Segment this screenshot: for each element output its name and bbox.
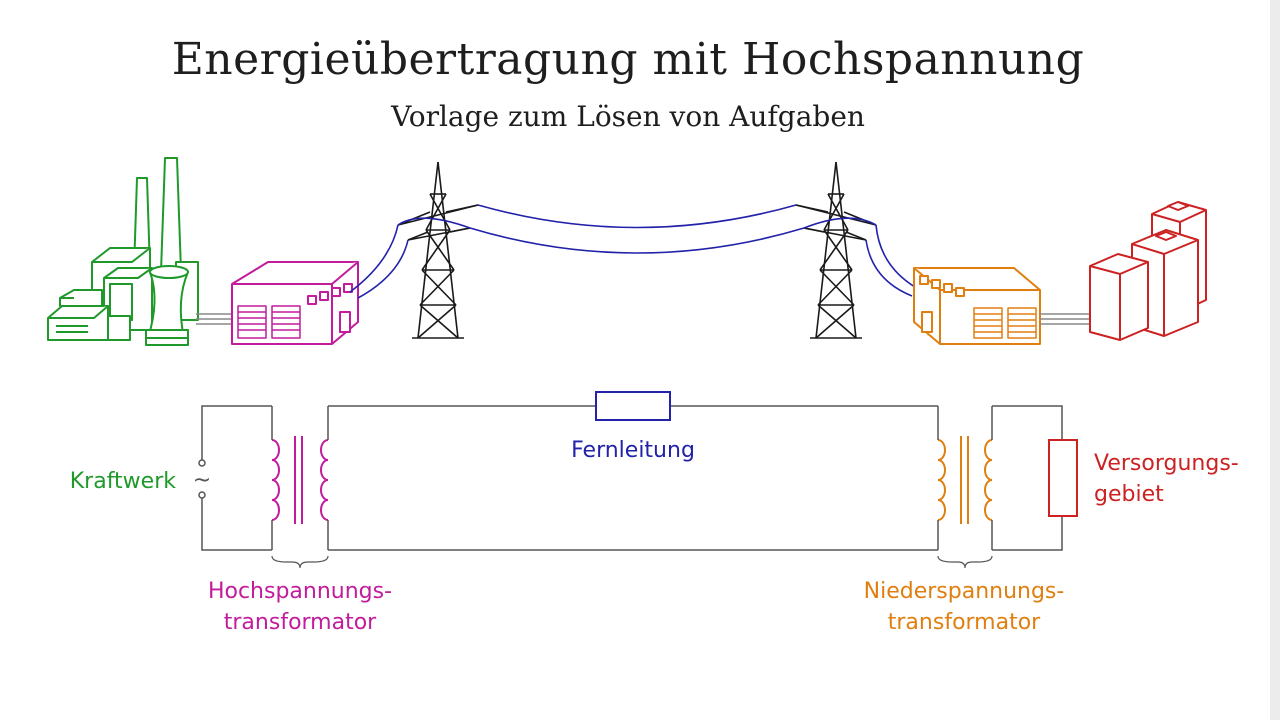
step-down-brace xyxy=(937,555,993,569)
label-niederspannungstrafo-line1: Niederspannungs- xyxy=(864,579,1065,604)
load-resistor-symbol xyxy=(1048,439,1078,517)
step-down-transformer-symbol xyxy=(937,436,993,524)
label-kraftwerk: Kraftwerk xyxy=(70,469,177,494)
ac-source-symbol xyxy=(198,459,206,499)
page-subtitle: Vorlage zum Lösen von Aufgaben xyxy=(391,100,865,133)
source-loop xyxy=(201,405,272,551)
step-up-brace xyxy=(271,555,329,569)
transmission-loop xyxy=(328,405,938,551)
line-resistor-symbol xyxy=(595,391,671,421)
step-down-leads xyxy=(937,406,993,550)
label-versorgungsgebiet-line2: gebiet xyxy=(1094,482,1164,507)
plant-to-transformer-cables xyxy=(196,313,232,325)
step-up-transformer-station xyxy=(231,261,359,345)
step-up-leads xyxy=(271,406,329,550)
ac-source-tilde: ~ xyxy=(193,468,211,493)
transmission-tower-right xyxy=(795,161,877,339)
label-niederspannungstrafo-line2: transformator xyxy=(888,610,1041,635)
city-buildings-illustration xyxy=(1089,201,1207,341)
step-down-transformer-station xyxy=(913,267,1041,345)
label-hochspannungstrafo-line1: Hochspannungs- xyxy=(208,579,392,604)
right-edge-bar xyxy=(1270,0,1280,720)
step-up-transformer-symbol xyxy=(271,436,329,524)
label-hochspannungstrafo-line2: transformator xyxy=(224,610,377,635)
load-loop xyxy=(992,405,1063,551)
overhead-power-lines xyxy=(349,204,921,299)
power-plant-illustration xyxy=(47,157,199,346)
transformer-to-city-cables xyxy=(1040,313,1090,325)
page-title: Energieübertragung mit Hochspannung xyxy=(171,34,1085,85)
label-fernleitung: Fernleitung xyxy=(571,438,695,463)
transmission-tower-left xyxy=(397,161,479,339)
label-versorgungsgebiet-line1: Versorgungs- xyxy=(1094,451,1239,476)
